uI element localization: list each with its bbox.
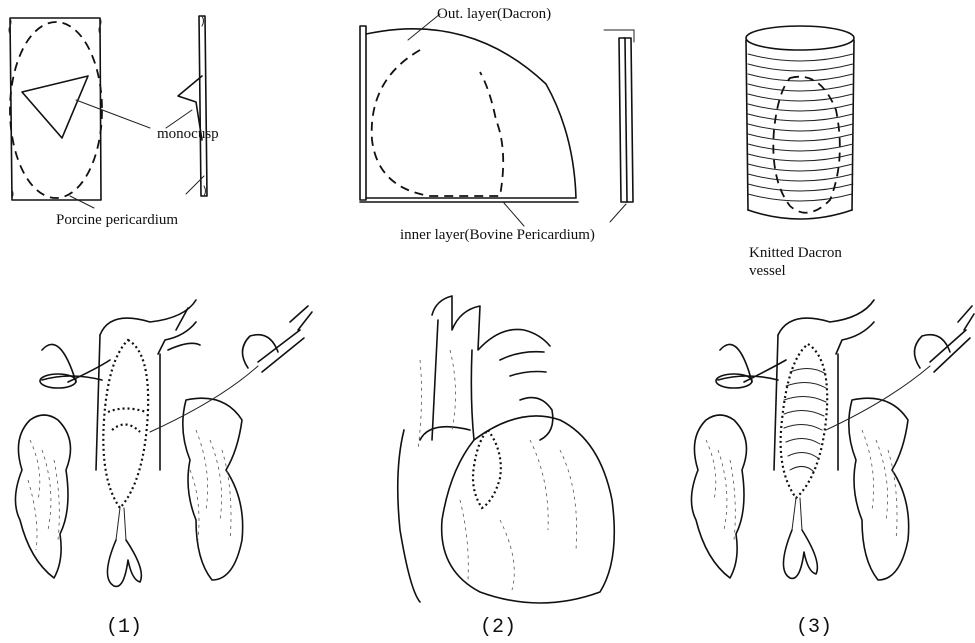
monocusp-side-view-drawing — [70, 16, 207, 208]
knitted-dacron-vessel-drawing — [746, 26, 854, 219]
two-layer-side-view-drawing — [604, 30, 634, 222]
porcine-pericardium-label: Porcine pericardium — [56, 212, 178, 228]
inner-layer-label: inner layer(Bovine Pericardium) — [400, 227, 595, 243]
surgical-illustration-2 — [398, 296, 615, 603]
panel-number-2: (2) — [480, 616, 516, 639]
two-layer-patch-drawing — [360, 14, 578, 226]
porcine-pericardium-patch-drawing — [9, 18, 150, 200]
knitted-dacron-label-line1: Knitted Dacron — [749, 245, 842, 261]
surgical-illustration-1 — [15, 300, 312, 586]
panel-number-1: (1) — [106, 616, 142, 639]
panel-number-3: (3) — [796, 616, 832, 639]
outer-layer-label: Out. layer(Dacron) — [437, 6, 551, 22]
knitted-dacron-label-line2: vessel — [749, 263, 786, 279]
surgical-illustration-3 — [691, 300, 974, 580]
monocusp-label: monocusp — [157, 126, 219, 142]
